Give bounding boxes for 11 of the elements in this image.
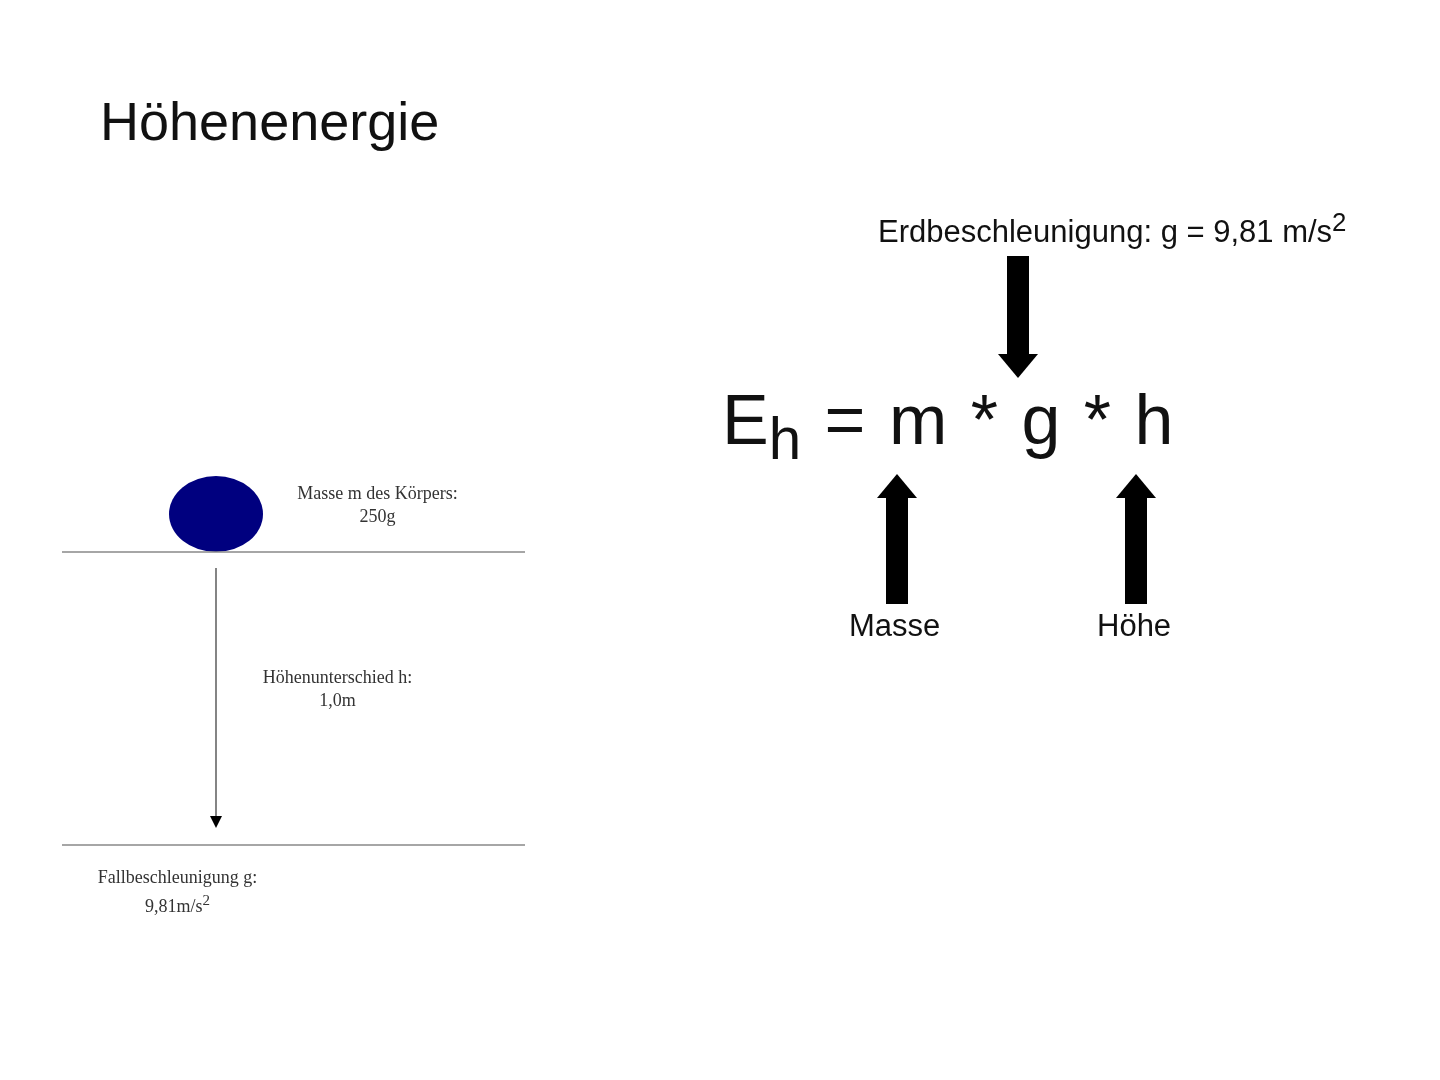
caption-text: Masse [849, 608, 941, 644]
arrow [1116, 474, 1156, 604]
arrow [877, 474, 917, 604]
arrow [998, 256, 1038, 378]
caption-text: Höhe [1097, 608, 1172, 644]
annotation-text: Masse m des Körpers: 250g [296, 482, 459, 528]
annotation-text: Fallbeschleunigung g: 9,81m/s$^{2}$ [96, 866, 259, 918]
slide-title: Höhenenergie [100, 90, 440, 152]
formula-text: E$_{h}$ = m * g * h [722, 380, 1174, 472]
caption-text: Erdbeschleunigung: g = 9,81 m/s$^{2}$ [878, 208, 1347, 251]
annotation-text: Höhenunterschied h: 1,0m [261, 666, 414, 712]
